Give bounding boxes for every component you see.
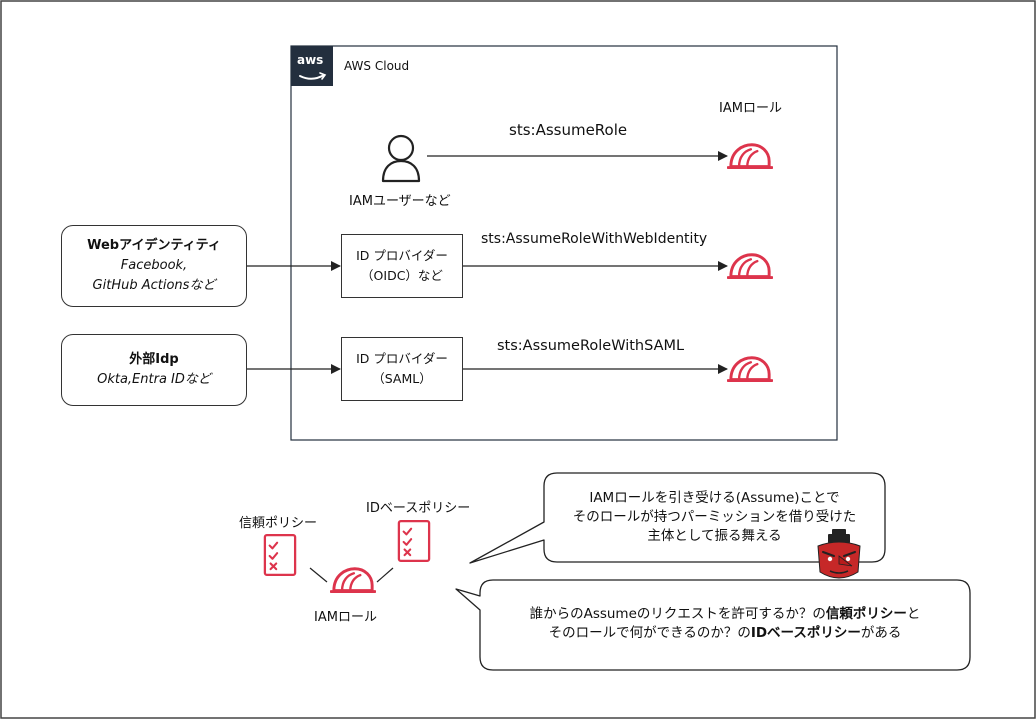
iam-role-header: IAMロール [719,101,782,116]
trust-policy-emphasis: 信頼ポリシー [825,606,907,622]
bubble1-line2: そのロールが持つパーミッションを借り受けた [572,509,857,525]
bubble2-line2: そのロールで何ができるのか？のIDベースポリシーがある [548,625,902,641]
identity-policy-label: IDベースポリシー [366,501,471,516]
saml-provider-line2: （SAML） [372,371,432,386]
user-icon [381,134,421,183]
saml-provider-line1: ID プロバイダー [356,351,448,366]
identity-policy-checklist-icon [397,520,431,562]
bubble2-line1: 誰からのAssumeのリクエストを許可するか？の信頼ポリシーと [529,606,921,622]
identity-policy-emphasis: IDベースポリシー [750,625,861,641]
aws-cloud-label: AWS Cloud [344,59,410,73]
web-idp-title: Webアイデンティティ [87,238,221,253]
trust-policy-connector [309,567,328,583]
ext-idp-title: 外部Idp [129,352,179,367]
oidc-provider-line1: ID プロバイダー [356,248,448,263]
bubble1-text: IAMロールを引き受ける(Assume)ことで そのロールが持つパーミッションを… [544,489,885,546]
identity-policy-connector [376,567,394,583]
policy-role-helmet-icon [330,567,376,594]
aws-logo-text: aws [297,53,324,67]
iam-user-label: IAMユーザーなど [349,194,451,209]
ext-idp-line1: Okta,Entra IDなど [97,372,211,387]
bubble2-text: 誰からのAssumeのリクエストを許可するか？の信頼ポリシーと そのロールで何が… [480,605,970,643]
policy-role-label: IAMロール [314,610,377,625]
bubble1-line1: IAMロールを引き受ける(Assume)ことで [589,490,840,506]
trust-policy-checklist-icon [263,534,297,576]
saml-provider-box: ID プロバイダー （SAML） [341,337,463,401]
web-idp-line1: Facebook, [120,258,188,273]
trust-policy-label: 信頼ポリシー [239,516,318,531]
oidc-provider-line2: （OIDC）など [361,268,443,283]
speech-bubble-2 [455,579,971,671]
tengu-mascot-icon [817,529,861,579]
iam-role-helmet-icon [727,356,773,383]
iam-role-helmet-icon [727,143,773,170]
aws-cloud-group [290,45,838,441]
aws-smile-icon [299,74,325,80]
bubble1-line3: 主体として振る舞える [647,528,782,544]
web-identity-label: sts:AssumeRoleWithWebIdentity [481,231,708,247]
web-idp-line2: GitHub Actionsなど [92,278,216,293]
assume-role-label: sts:AssumeRole [509,121,628,139]
saml-label: sts:AssumeRoleWithSAML [497,338,685,354]
iam-role-helmet-icon [727,253,773,280]
web-idp-box: Webアイデンティティ Facebook, GitHub Actionsなど [61,225,247,307]
speech-bubble-1 [469,472,886,564]
ext-idp-box: 外部Idp Okta,Entra IDなど [61,334,247,406]
oidc-provider-box: ID プロバイダー （OIDC）など [341,234,463,298]
